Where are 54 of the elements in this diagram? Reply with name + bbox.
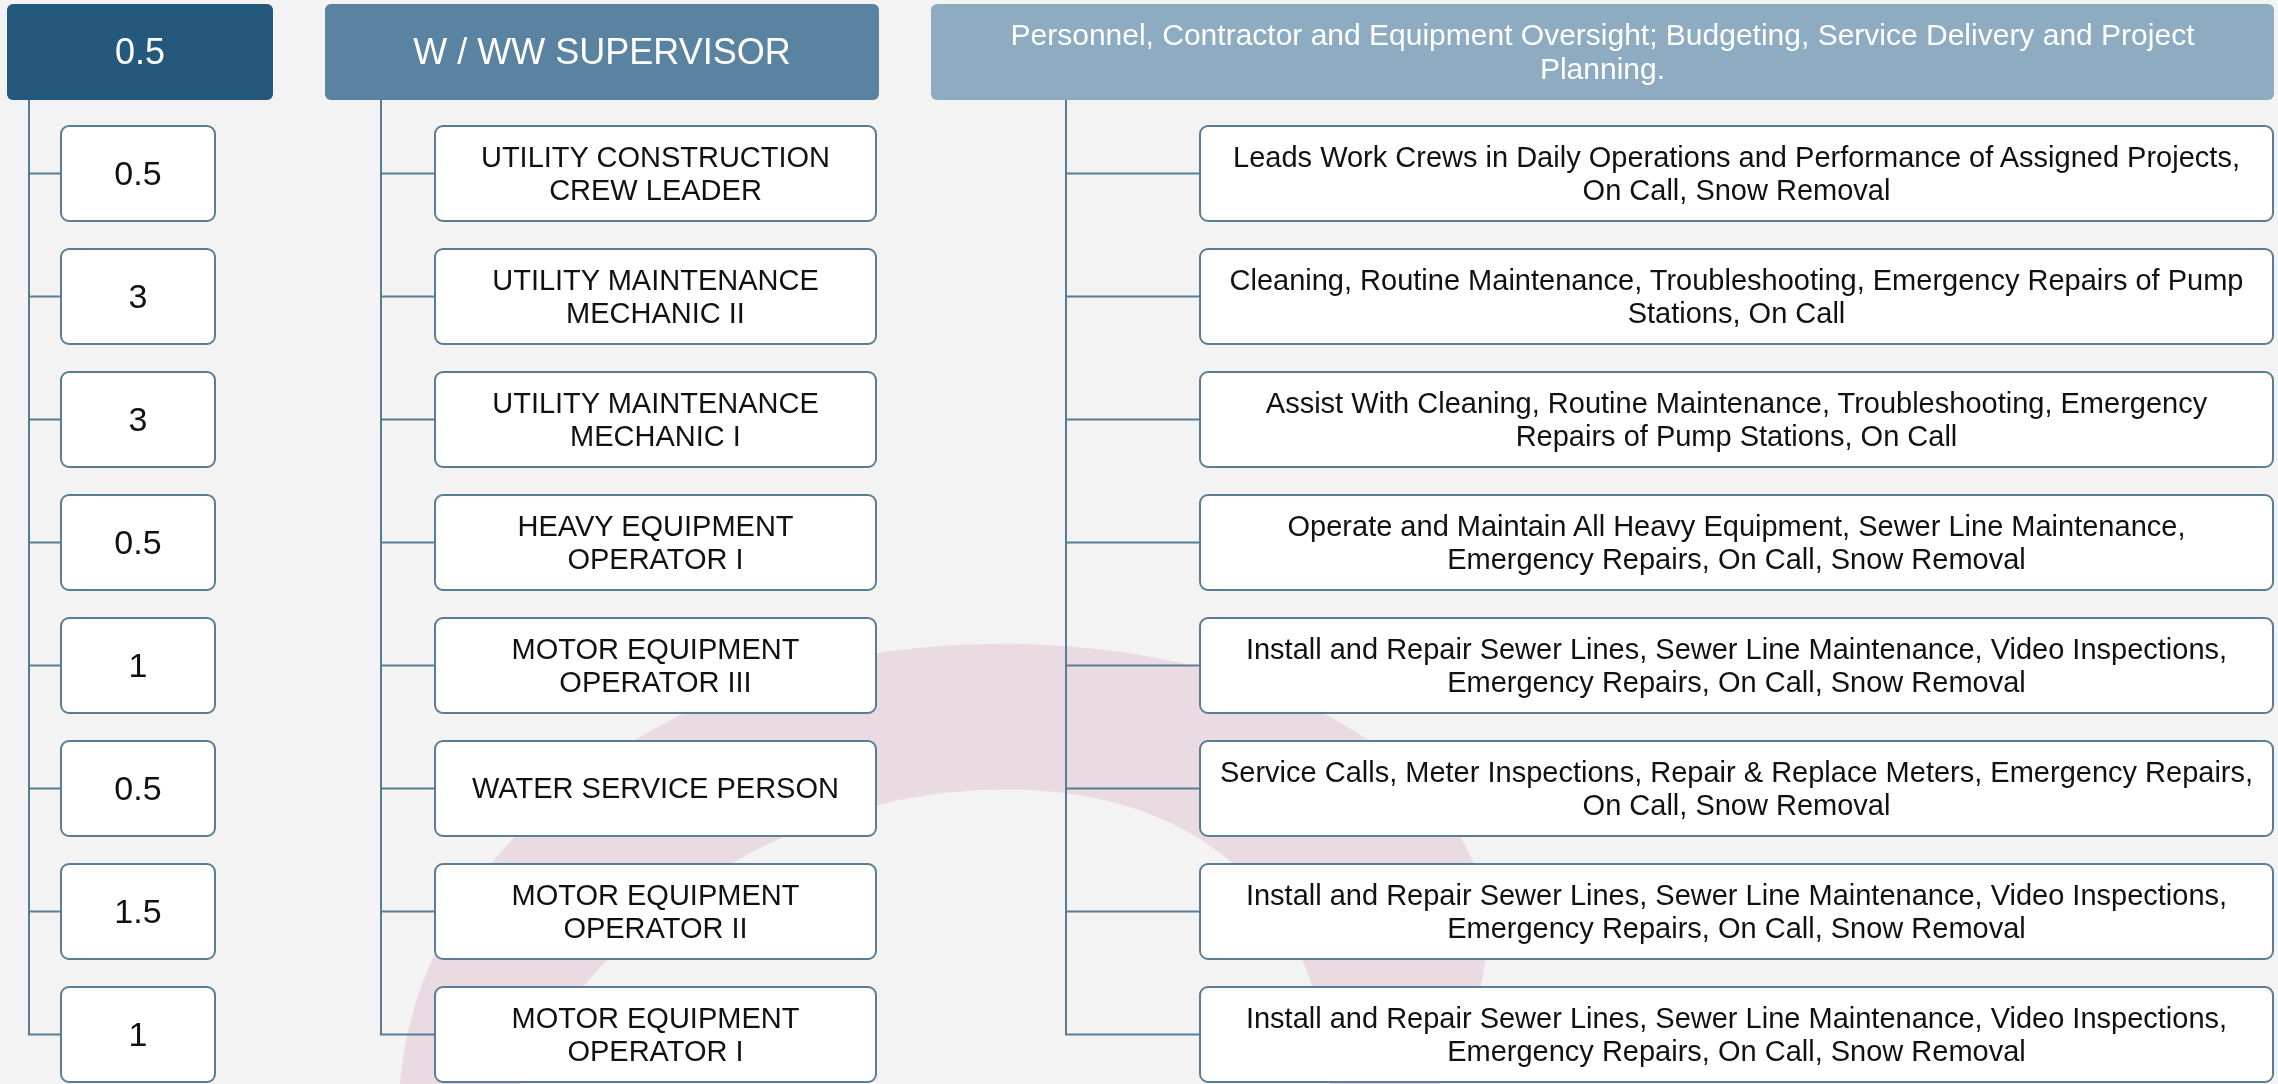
header-box [325,4,879,100]
box-text: 1 [128,1015,148,1054]
box-text: HEAVY EQUIPMENT OPERATOR I [516,510,795,575]
role-box [60,863,216,960]
box-text: 0.5 [114,523,162,562]
box-text: UTILITY MAINTENANCE MECHANIC II [491,264,820,329]
role-box [434,371,877,468]
role-box [1199,740,2274,837]
box-text: Install and Repair Sewer Lines, Sewer Line Maintenance, Video Inspections, Emergency Repairs, On Call, Snow Removal [1244,879,2229,944]
box-text: MOTOR EQUIPMENT OPERATOR III [510,633,801,698]
box-text: UTILITY MAINTENANCE MECHANIC I [491,387,820,452]
header-box [931,4,2274,100]
role-box [60,494,216,591]
role-box [434,248,877,345]
role-box [1199,371,2274,468]
box-text: Cleaning, Routine Maintenance, Troubleshooting, Emergency Repairs of Pump Stations, On Call [1228,264,2245,329]
role-box [60,371,216,468]
box-text: Service Calls, Meter Inspections, Repair & Replace Meters, Emergency Repairs, On Call, Snow Removal [1218,756,2255,821]
role-box [434,986,877,1083]
box-text: Operate and Maintain All Heavy Equipment, Sewer Line Maintenance, Emergency Repairs, On Call, Snow Removal [1286,510,2187,575]
role-box [1199,986,2274,1083]
box-text: UTILITY CONSTRUCTION CREW LEADER [479,141,832,206]
box-text: Install and Repair Sewer Lines, Sewer Line Maintenance, Video Inspections, Emergency Repairs, On Call, Snow Removal [1244,633,2229,698]
box-text: 1.5 [114,892,162,931]
box-text: Install and Repair Sewer Lines, Sewer Line Maintenance, Video Inspections, Emergency Repairs, On Call, Snow Removal [1244,1002,2229,1067]
header-text: 0.5 [114,31,165,73]
box-text: 0.5 [114,769,162,808]
box-text: 0.5 [114,154,162,193]
role-box [434,740,877,837]
role-box [1199,863,2274,960]
role-box [1199,248,2274,345]
header-text: W / WW SUPERVISOR [413,31,791,73]
box-text: MOTOR EQUIPMENT OPERATOR I [510,1002,801,1067]
box-text: Leads Work Crews in Daily Operations and Performance of Assigned Projects, On Call, Snow Removal [1232,141,2241,206]
box-text: 3 [128,400,148,439]
role-box [60,248,216,345]
role-box [1199,494,2274,591]
header-text: Personnel, Contractor and Equipment Oversight; Budgeting, Service Delivery and Project Planning. [1009,18,2196,86]
role-box [1199,125,2274,222]
header-box [7,4,273,100]
box-text: 3 [128,277,148,316]
role-box [1199,617,2274,714]
box-text: 1 [128,646,148,685]
role-box [434,125,877,222]
role-box [60,740,216,837]
role-box [434,494,877,591]
box-text: MOTOR EQUIPMENT OPERATOR II [510,879,801,944]
role-box [60,125,216,222]
box-text: WATER SERVICE PERSON [472,772,839,805]
role-box [60,617,216,714]
box-text: Assist With Cleaning, Routine Maintenance, Troubleshooting, Emergency Repairs of Pump Stations, On Call [1264,387,2209,452]
role-box [434,617,877,714]
role-box [434,863,877,960]
role-box [60,986,216,1083]
